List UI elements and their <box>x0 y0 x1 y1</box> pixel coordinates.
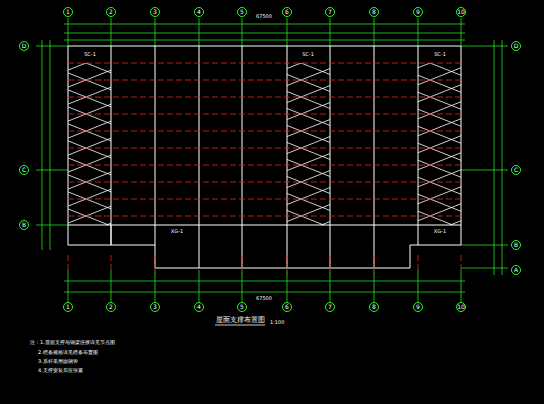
axis-number: 5 <box>240 9 244 15</box>
axis-number: A <box>514 267 518 273</box>
member-tag: XG-1 <box>434 229 446 234</box>
drawing-title: 屋面支撑布置图 <box>216 317 265 324</box>
axis-bubble: A <box>511 265 521 275</box>
dimension: 67500 <box>256 14 272 19</box>
axis-bubble: 4 <box>194 7 204 17</box>
axis-bubble: 10 <box>456 7 466 17</box>
member-tag: XG-1 <box>171 229 183 234</box>
axis-number: 4 <box>197 304 201 310</box>
axis-number: 6 <box>285 9 289 15</box>
axis-number: 8 <box>372 304 376 310</box>
member-tag: SC-1 <box>84 52 96 57</box>
axis-bubble: 3 <box>150 7 160 17</box>
axis-bubble: B <box>511 240 521 250</box>
axis-number: 9 <box>416 304 420 310</box>
axis-bubble: 4 <box>194 302 204 312</box>
axis-bubble: 7 <box>325 7 335 17</box>
axis-bubble: 8 <box>369 7 379 17</box>
axis-bubble: 7 <box>325 302 335 312</box>
axis-bubble: 6 <box>282 302 292 312</box>
note-line: 注：1.屋面支撑与钢梁连接详见节点图 <box>30 340 115 345</box>
axis-bubble: 1 <box>63 7 73 17</box>
note-line: 4.支撑安装后应张紧 <box>38 368 83 373</box>
axis-number: 10 <box>457 304 465 310</box>
axis-bubble: 3 <box>150 302 160 312</box>
axis-number: 4 <box>197 9 201 15</box>
axis-number: 3 <box>153 9 157 15</box>
scale-note: 1:100 <box>270 320 284 325</box>
axis-bubble: 6 <box>282 7 292 17</box>
axis-number: 9 <box>416 9 420 15</box>
axis-number: 7 <box>328 9 332 15</box>
member-tag: SC-1 <box>302 52 314 57</box>
axis-bubble: 5 <box>237 302 247 312</box>
axis-number: B <box>514 242 518 248</box>
axis-number: 1 <box>66 9 70 15</box>
axis-bubble: 2 <box>106 302 116 312</box>
note-line: 3.系杆采用圆钢管 <box>38 359 78 364</box>
axis-number: C <box>514 167 518 173</box>
axis-number: D <box>514 43 519 49</box>
axis-number: 6 <box>285 304 289 310</box>
axis-bubble: D <box>19 41 29 51</box>
axis-number: 1 <box>66 304 70 310</box>
note-line: 2.檩条规格详见檩条布置图 <box>38 350 98 355</box>
axis-bubble: B <box>19 220 29 230</box>
axis-bubble: C <box>19 165 29 175</box>
axis-bubble: D <box>511 41 521 51</box>
axis-bubble: 9 <box>413 7 423 17</box>
axis-bubble: 8 <box>369 302 379 312</box>
axis-bubble: 5 <box>237 7 247 17</box>
axis-bubble: 10 <box>456 302 466 312</box>
member-tag: SC-1 <box>434 52 446 57</box>
dimension: 67500 <box>256 296 272 301</box>
axis-number: 8 <box>372 9 376 15</box>
axis-number: 3 <box>153 304 157 310</box>
axis-number: D <box>22 43 27 49</box>
axis-number: 2 <box>109 304 113 310</box>
axis-number: 2 <box>109 9 113 15</box>
axis-bubble: 9 <box>413 302 423 312</box>
axis-bubble: 2 <box>106 7 116 17</box>
axis-bubble: 1 <box>63 302 73 312</box>
axis-bubble: C <box>511 165 521 175</box>
axis-number: 5 <box>240 304 244 310</box>
axis-number: B <box>22 222 26 228</box>
axis-number: 7 <box>328 304 332 310</box>
axis-number: C <box>22 167 26 173</box>
axis-number: 10 <box>457 9 465 15</box>
